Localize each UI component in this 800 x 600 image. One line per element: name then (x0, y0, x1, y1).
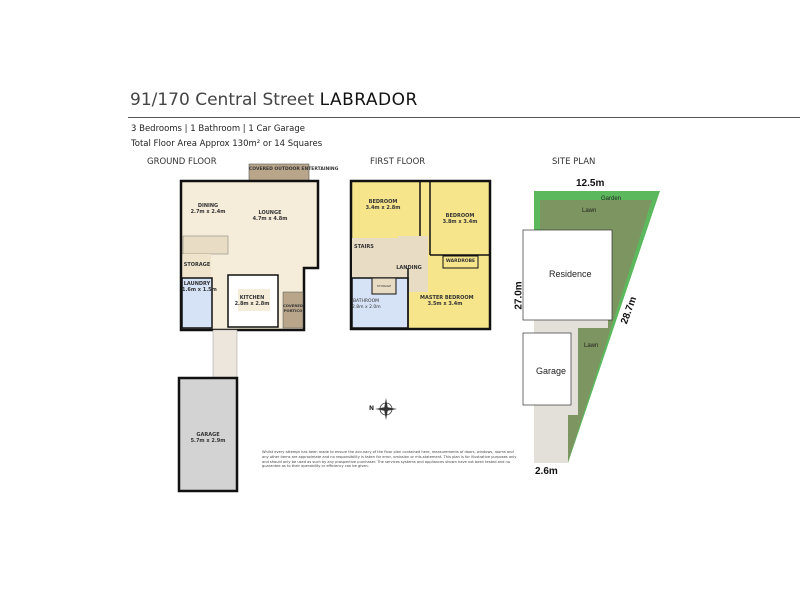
features: 3 Bedrooms | 1 Bathroom | 1 Car Garage (131, 124, 305, 134)
storage-room (183, 254, 211, 278)
garage-room (177, 376, 239, 493)
garden-label: Garden (601, 196, 622, 202)
covered-portico (282, 291, 304, 329)
portico-label: COVERED PORTICO (282, 303, 304, 313)
kitchen-floor (238, 289, 270, 311)
page-title: 91/170 Central Street LABRADOR (130, 90, 418, 110)
garage-site-label: Garage (536, 366, 567, 376)
storage-first (371, 277, 397, 295)
stairs (182, 235, 229, 255)
storage-label: STORAGE (183, 262, 211, 268)
site-bottom-dimension: 2.6m (535, 466, 558, 477)
floor-area: Total Floor Area Approx 130m² or 14 Squa… (131, 139, 323, 149)
site-plan-heading: SITE PLAN (552, 157, 596, 167)
stairs-label: STAIRS (354, 244, 374, 250)
first-floor-heading: FIRST FLOOR (370, 157, 426, 167)
site-left-dimension: 27.0m (513, 281, 525, 310)
covered-outdoor-label: COVERED OUTDOOR ENTERTAINING (249, 167, 339, 172)
laundry-room (181, 277, 213, 329)
landing-label: LANDING (396, 265, 422, 271)
wardrobe (442, 255, 479, 269)
residence-label: Residence (549, 269, 592, 279)
lawn-label-top: Lawn (582, 208, 597, 214)
wardrobe-label: WARDROBE (445, 259, 476, 264)
site-top-dimension: 12.5m (576, 178, 605, 189)
first-floor-plan (349, 179, 492, 331)
lawn-label-bottom: Lawn (584, 343, 599, 349)
title-divider (128, 117, 800, 118)
site-plan (522, 191, 660, 463)
residence-box (522, 229, 613, 321)
compass-icon (375, 398, 397, 420)
storage-first-label: STORAGE (376, 284, 392, 288)
garage-box (522, 332, 572, 406)
ground-floor-plan (177, 163, 320, 493)
stairs-first (352, 238, 400, 278)
compass-north-label: N (369, 405, 375, 412)
walkway (212, 329, 238, 379)
disclaimer: Whilst every attempt has been made to en… (262, 450, 517, 469)
ground-floor-heading: GROUND FLOOR (147, 157, 217, 167)
